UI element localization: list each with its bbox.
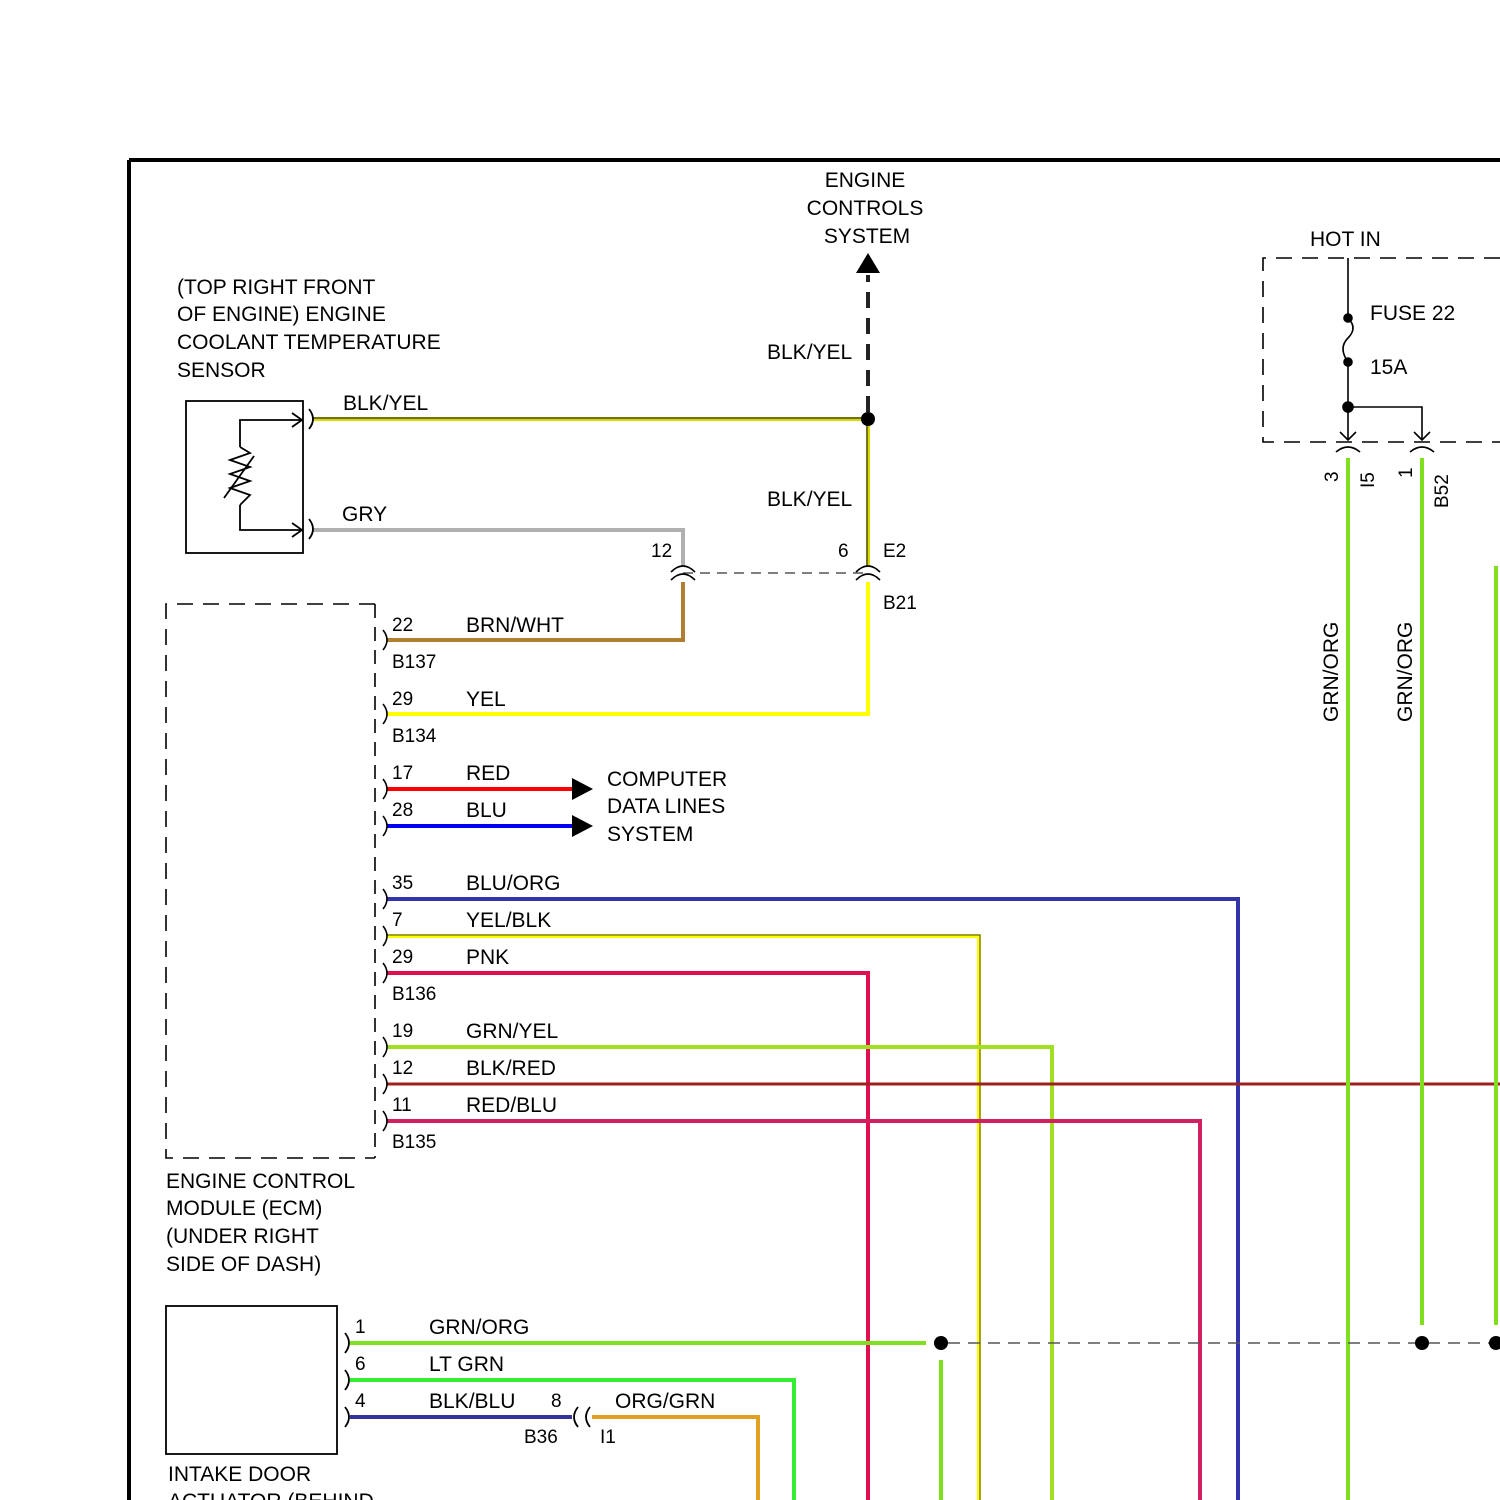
wire-label: BLK/YEL bbox=[767, 341, 852, 364]
pin-label: 12 bbox=[651, 541, 672, 562]
wire-label: BLK/YEL bbox=[343, 392, 428, 415]
wire-label: GRN/ORG bbox=[429, 1316, 529, 1339]
wire-label: BLK/YEL bbox=[767, 488, 852, 511]
connector-label: B52 bbox=[1432, 474, 1453, 508]
arrow-red bbox=[572, 778, 593, 800]
svg-text:CONTROLS: CONTROLS bbox=[807, 197, 924, 220]
splice-dot-3 bbox=[1489, 1336, 1500, 1350]
wire-label: YEL/BLK bbox=[466, 909, 551, 932]
ecm-box bbox=[166, 604, 375, 1158]
wire-label-vertical: GRN/ORG bbox=[1320, 622, 1343, 722]
wire-label: GRN/YEL bbox=[466, 1020, 558, 1043]
pin-label: 7 bbox=[392, 910, 403, 931]
fuse-box bbox=[1263, 258, 1500, 452]
connector-label: B21 bbox=[883, 593, 917, 614]
svg-text:ENGINE CONTROL: ENGINE CONTROL bbox=[166, 1170, 355, 1193]
wire-label: GRY bbox=[342, 503, 387, 526]
splice-dot-1 bbox=[934, 1336, 948, 1350]
connector-label: I1 bbox=[600, 1427, 616, 1448]
connector-label: B135 bbox=[392, 1132, 436, 1153]
pin-label: 6 bbox=[838, 541, 849, 562]
connector-label: B134 bbox=[392, 726, 437, 747]
svg-text:SYSTEM: SYSTEM bbox=[824, 225, 910, 248]
svg-text:ENGINE: ENGINE bbox=[825, 169, 906, 192]
pin-label: 11 bbox=[392, 1095, 412, 1116]
pin-label: 6 bbox=[355, 1354, 366, 1375]
wire-gry bbox=[313, 530, 683, 566]
arrow-up-engine-controls bbox=[856, 253, 880, 273]
fuse-icon bbox=[1343, 318, 1353, 362]
pin-label: 29 bbox=[392, 689, 413, 710]
wire-blk-yel-e2 bbox=[867, 419, 868, 566]
wire-label: ORG/GRN bbox=[615, 1390, 715, 1413]
wire-label: YEL bbox=[466, 688, 506, 711]
wire-lt-grn bbox=[350, 1380, 794, 1500]
splice-dot-2 bbox=[1415, 1336, 1429, 1350]
pin-label: 19 bbox=[392, 1021, 413, 1042]
wire-label: BLK/BLU bbox=[429, 1390, 515, 1413]
svg-text:SIDE OF DASH): SIDE OF DASH) bbox=[166, 1253, 321, 1276]
svg-text:ACTUATOR (BEHIND: ACTUATOR (BEHIND bbox=[168, 1490, 374, 1500]
pin-label: 29 bbox=[392, 947, 413, 968]
wire-label: BLU/ORG bbox=[466, 872, 561, 895]
wire-label: BRN/WHT bbox=[466, 614, 564, 637]
wire-org-grn bbox=[592, 1417, 758, 1500]
wire-label: PNK bbox=[466, 946, 509, 969]
ecm-label: ENGINE CONTROL MODULE (ECM) (UNDER RIGHT… bbox=[166, 1170, 355, 1276]
wire-label: RED/BLU bbox=[466, 1094, 557, 1117]
svg-text:COMPUTER: COMPUTER bbox=[607, 768, 727, 791]
ecm-connector-pins bbox=[383, 630, 387, 1131]
wire-yel bbox=[387, 582, 868, 714]
connector-label: B36 bbox=[524, 1427, 558, 1448]
wire-label: RED bbox=[466, 762, 510, 785]
wire-label-vertical: GRN/ORG bbox=[1394, 622, 1417, 722]
coolant-temperature-sensor bbox=[186, 401, 313, 553]
connector-label: B136 bbox=[392, 984, 436, 1005]
pin-label: 17 bbox=[392, 763, 413, 784]
pin-label: 1 bbox=[1396, 467, 1417, 478]
wire-label: BLK/RED bbox=[466, 1057, 556, 1080]
fuse-name-label: FUSE 22 bbox=[1370, 302, 1455, 325]
wire-blk-yel-sensor bbox=[313, 418, 868, 419]
fuse-rating-label: 15A bbox=[1370, 356, 1407, 379]
splice-dot-blk-yel bbox=[861, 412, 875, 426]
pin-label: 12 bbox=[392, 1058, 413, 1079]
connector-label: B137 bbox=[392, 652, 436, 673]
pin-label: 3 bbox=[1322, 471, 1343, 482]
pin-label: 28 bbox=[392, 800, 413, 821]
pin-label: 1 bbox=[355, 1317, 366, 1338]
svg-text:COOLANT TEMPERATURE: COOLANT TEMPERATURE bbox=[177, 331, 441, 354]
connector-label: I5 bbox=[1358, 472, 1379, 488]
svg-text:MODULE (ECM): MODULE (ECM) bbox=[166, 1197, 322, 1220]
svg-text:INTAKE DOOR: INTAKE DOOR bbox=[168, 1463, 311, 1486]
engine-controls-label: ENGINE CONTROLS SYSTEM bbox=[807, 169, 924, 248]
pin-label: 8 bbox=[551, 1391, 562, 1412]
svg-text:DATA LINES: DATA LINES bbox=[607, 795, 725, 818]
hot-in-label: HOT IN bbox=[1310, 228, 1381, 251]
connector-label: E2 bbox=[883, 541, 906, 562]
pin-label: 4 bbox=[355, 1391, 366, 1412]
svg-text:SYSTEM: SYSTEM bbox=[607, 823, 693, 846]
svg-text:(TOP RIGHT FRONT: (TOP RIGHT FRONT bbox=[177, 276, 376, 299]
pin-label: 35 bbox=[392, 873, 413, 894]
pin-label: 22 bbox=[392, 615, 413, 636]
wire-label: BLU bbox=[466, 799, 507, 822]
computer-data-label: COMPUTER DATA LINES SYSTEM bbox=[607, 768, 727, 846]
intake-label: INTAKE DOOR ACTUATOR (BEHIND bbox=[168, 1463, 374, 1500]
wire-label: LT GRN bbox=[429, 1353, 504, 1376]
svg-text:SENSOR: SENSOR bbox=[177, 359, 266, 382]
svg-text:(UNDER RIGHT: (UNDER RIGHT bbox=[166, 1225, 319, 1248]
sensor-label: (TOP RIGHT FRONT OF ENGINE) ENGINE COOLA… bbox=[177, 276, 441, 382]
svg-text:OF ENGINE) ENGINE: OF ENGINE) ENGINE bbox=[177, 303, 386, 326]
arrow-blu bbox=[572, 815, 593, 837]
